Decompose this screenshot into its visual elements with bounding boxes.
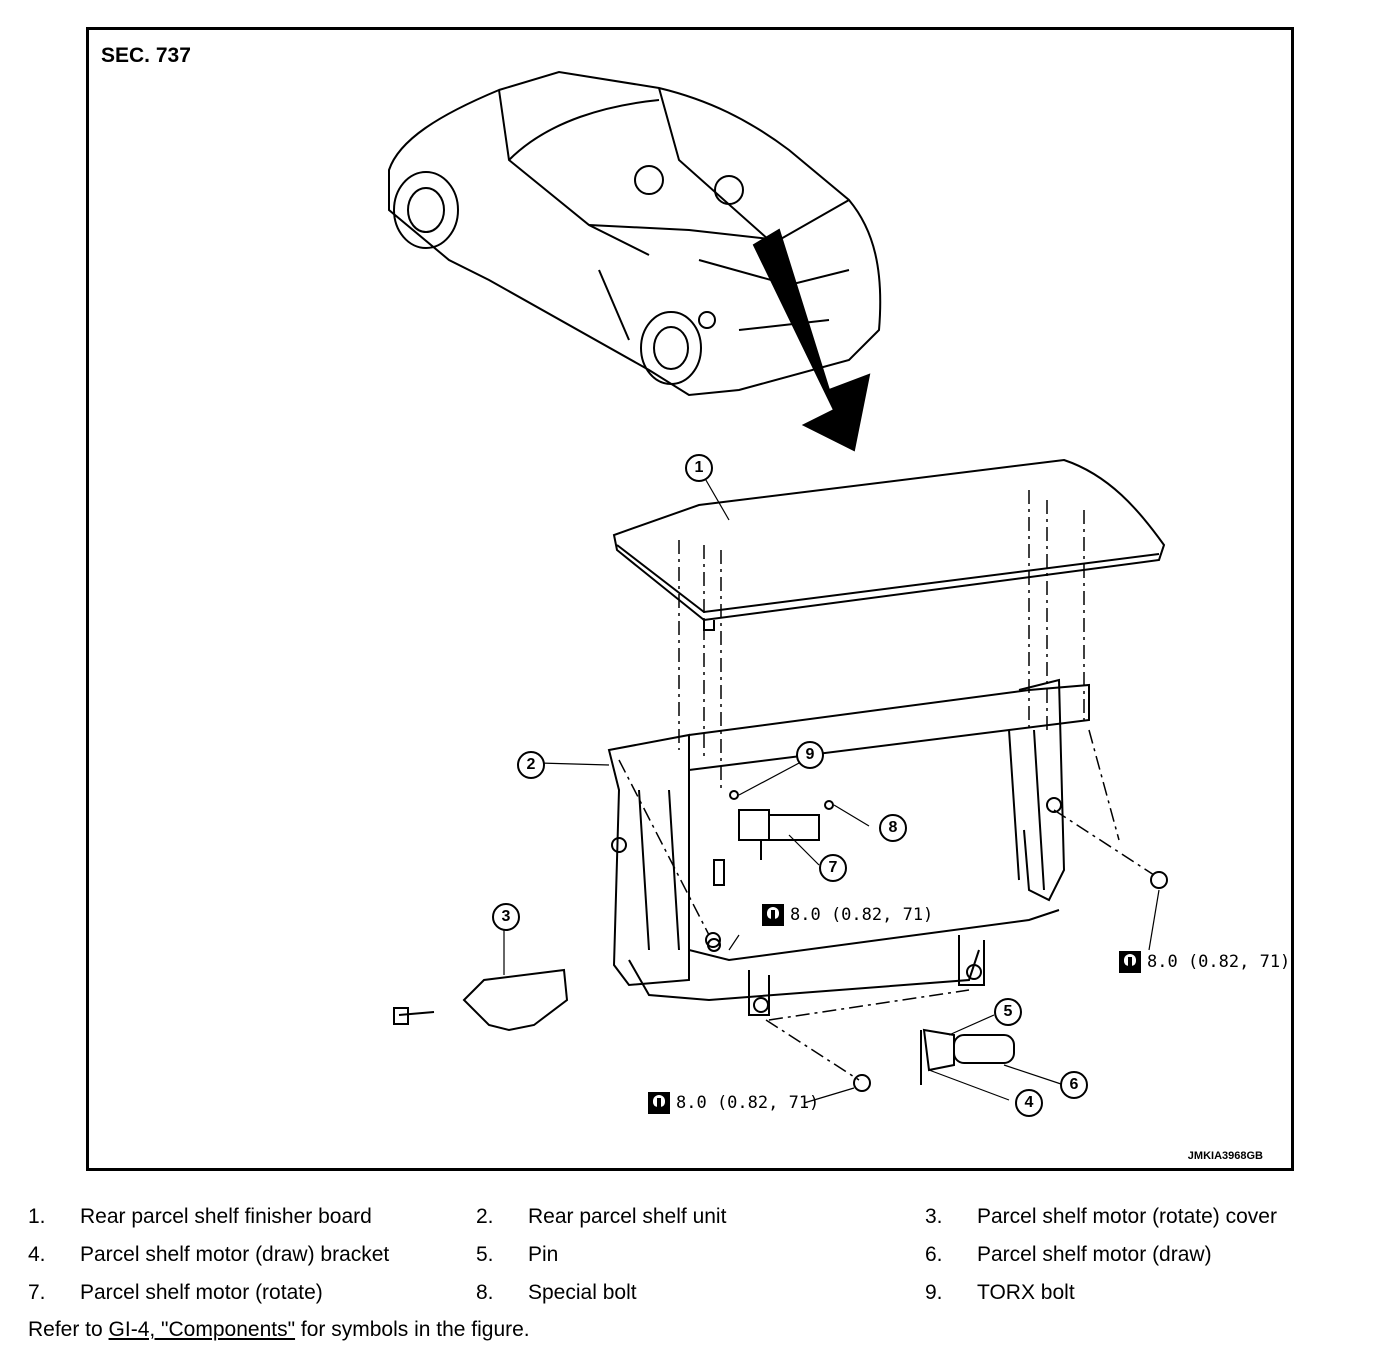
torque-wrench-icon — [648, 1092, 670, 1114]
direction-arrow — [752, 228, 871, 452]
legend-item: 6. Parcel shelf motor (draw) — [925, 1243, 1212, 1267]
legend-item: 1. Rear parcel shelf finisher board — [28, 1205, 372, 1229]
car-illustration — [388, 70, 882, 397]
callout-5: 5 — [994, 998, 1022, 1026]
legend-label: Rear parcel shelf unit — [528, 1205, 727, 1228]
legend-number: 1. — [28, 1205, 46, 1228]
legend-number: 6. — [925, 1243, 943, 1266]
legend-row: 1. Rear parcel shelf finisher board 2. R… — [0, 1205, 1392, 1235]
section-label: SEC. 737 — [101, 44, 191, 67]
torque-value: 8.0 (0.82, 71) — [790, 905, 934, 925]
legend-item: 8. Special bolt — [476, 1281, 637, 1305]
torque-spec: 8.0 (0.82, 71) — [762, 904, 933, 926]
shelf-unit-drawing — [607, 678, 1090, 1016]
legend-item: 5. Pin — [476, 1243, 558, 1267]
figure-id: JMKIA3968GB — [1187, 1150, 1263, 1162]
reference-note: Refer to GI-4, "Components" for symbols … — [28, 1318, 530, 1342]
legend-number: 7. — [28, 1281, 46, 1304]
legend-item: 7. Parcel shelf motor (rotate) — [28, 1281, 323, 1305]
callout-3: 3 — [492, 903, 520, 931]
motor-cover-drawing — [393, 968, 569, 1032]
parts-drawing — [388, 70, 1168, 1104]
callout-9: 9 — [796, 741, 824, 769]
legend-label: Parcel shelf motor (rotate) cover — [977, 1205, 1277, 1228]
legend-label: TORX bolt — [977, 1281, 1075, 1304]
legend-row: 7. Parcel shelf motor (rotate) 8. Specia… — [0, 1281, 1392, 1311]
torque-value: 8.0 (0.82, 71) — [1147, 952, 1291, 972]
legend-item: 4. Parcel shelf motor (draw) bracket — [28, 1243, 389, 1267]
draw-motor-drawing — [920, 1028, 1015, 1085]
legend-item: 3. Parcel shelf motor (rotate) cover — [925, 1205, 1277, 1229]
legend-label: Rear parcel shelf finisher board — [80, 1205, 372, 1228]
components-link[interactable]: GI-4, "Components" — [108, 1318, 296, 1341]
legend-label: Parcel shelf motor (draw) — [977, 1243, 1212, 1266]
legend-number: 8. — [476, 1281, 494, 1304]
torque-wrench-icon — [1119, 951, 1141, 973]
bolts — [707, 790, 1168, 1092]
callout-4: 4 — [1015, 1089, 1043, 1117]
legend-row: 4. Parcel shelf motor (draw) bracket 5. … — [0, 1243, 1392, 1273]
callout-6: 6 — [1060, 1071, 1088, 1099]
callout-8: 8 — [879, 814, 907, 842]
torque-value: 8.0 (0.82, 71) — [676, 1093, 820, 1113]
legend-number: 2. — [476, 1205, 494, 1228]
callout-1: 1 — [685, 454, 713, 482]
legend-item: 2. Rear parcel shelf unit — [476, 1205, 726, 1229]
callout-2: 2 — [517, 751, 545, 779]
legend-number: 9. — [925, 1281, 943, 1304]
finisher-board-drawing — [612, 458, 1166, 631]
legend-label: Special bolt — [528, 1281, 637, 1304]
callout-7: 7 — [819, 854, 847, 882]
torque-spec: 8.0 (0.82, 71) — [1119, 951, 1290, 973]
legend-label: Parcel shelf motor (rotate) — [80, 1281, 323, 1304]
reference-prefix: Refer to — [28, 1318, 109, 1341]
torque-wrench-icon — [762, 904, 784, 926]
legend-label: Pin — [528, 1243, 559, 1266]
legend-item: 9. TORX bolt — [925, 1281, 1075, 1305]
exploded-view-figure: SEC. 737 1 2 3 4 5 6 7 8 9 8.0 (0.82, 71… — [86, 27, 1294, 1171]
reference-suffix: for symbols in the figure. — [295, 1318, 530, 1341]
legend-number: 4. — [28, 1243, 46, 1266]
legend-number: 5. — [476, 1243, 494, 1266]
legend-label: Parcel shelf motor (draw) bracket — [80, 1243, 390, 1266]
legend-number: 3. — [925, 1205, 943, 1228]
torque-spec: 8.0 (0.82, 71) — [648, 1092, 819, 1114]
